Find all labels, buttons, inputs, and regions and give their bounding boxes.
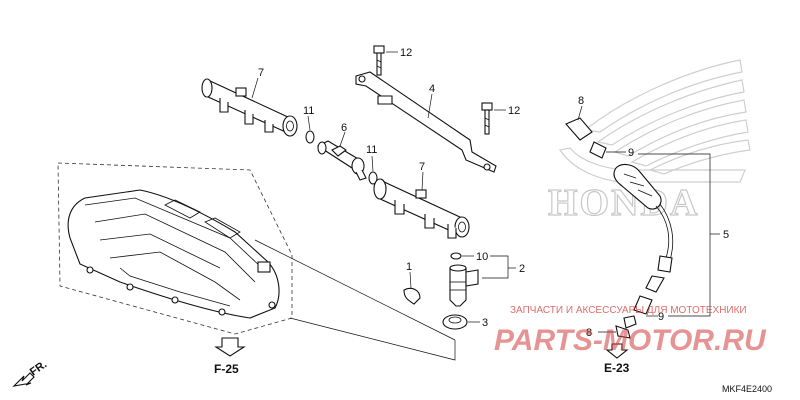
injector-clip (403, 287, 421, 305)
ref-f25: F-25 (214, 362, 239, 376)
leader-8a (577, 105, 583, 121)
e23-arrow-icon (605, 343, 629, 359)
fuel-rail-upper (201, 78, 298, 137)
assembly-line-lower (289, 317, 456, 361)
leader-11b (371, 155, 374, 172)
fuel-rail-lower (373, 178, 470, 239)
throttle-body-cover (67, 189, 280, 319)
callout-12b: 12 (508, 105, 520, 117)
injector-bracket (355, 71, 497, 173)
leader-2-bracket (482, 255, 509, 279)
leader-7a (251, 77, 259, 99)
callout-10: 10 (476, 251, 488, 263)
o-ring-injector (450, 252, 462, 260)
ref-e23: E-23 (604, 361, 630, 375)
sensor-harness (565, 117, 674, 329)
assembly-line-upper (254, 239, 456, 341)
watermark-caption: ЗАПЧАСТИ И АКСЕССУАРЫ ДЛЯ МОТОТЕХНИКИ (510, 305, 747, 316)
callout-9a: 9 (628, 147, 634, 159)
callout-9b: 9 (658, 311, 664, 323)
callout-11a: 11 (303, 105, 314, 117)
callout-4: 4 (429, 83, 435, 95)
bolt-upper (373, 45, 385, 76)
pressure-regulator (316, 140, 367, 181)
callout-6: 6 (341, 122, 347, 134)
leader-6 (339, 131, 346, 147)
callout-8b: 8 (586, 327, 592, 339)
callout-3: 3 (482, 317, 488, 329)
callout-11b: 11 (366, 144, 377, 156)
callout-7a: 7 (258, 67, 264, 79)
watermark-site: PARTS-MOTOR.RU (494, 324, 767, 357)
f25-arrow-icon (214, 337, 246, 357)
leader-1 (409, 271, 412, 289)
fuel-injector (449, 252, 479, 307)
callout-2: 2 (519, 263, 525, 275)
honda-brand-text: HONDA (548, 182, 699, 224)
o-ring-upper (305, 130, 315, 144)
callout-1: 1 (406, 261, 412, 273)
honda-wing-logo (559, 59, 751, 183)
callout-12a: 12 (400, 47, 412, 59)
bolt-lower (481, 102, 493, 135)
leader-7b (421, 171, 424, 191)
injector-seal (442, 314, 468, 330)
leader-11a (307, 115, 311, 131)
leader-4 (427, 93, 433, 119)
cover-group-outline (57, 162, 293, 335)
catalog-code: MKF4E2400 (722, 384, 772, 394)
callout-8a: 8 (578, 95, 584, 107)
leader-5-bracket (638, 153, 711, 317)
o-ring-lower (368, 171, 378, 185)
front-arrow-icon (12, 372, 35, 387)
callout-7b: 7 (419, 161, 425, 173)
callout-5: 5 (723, 229, 729, 241)
harness-clip (615, 325, 631, 339)
